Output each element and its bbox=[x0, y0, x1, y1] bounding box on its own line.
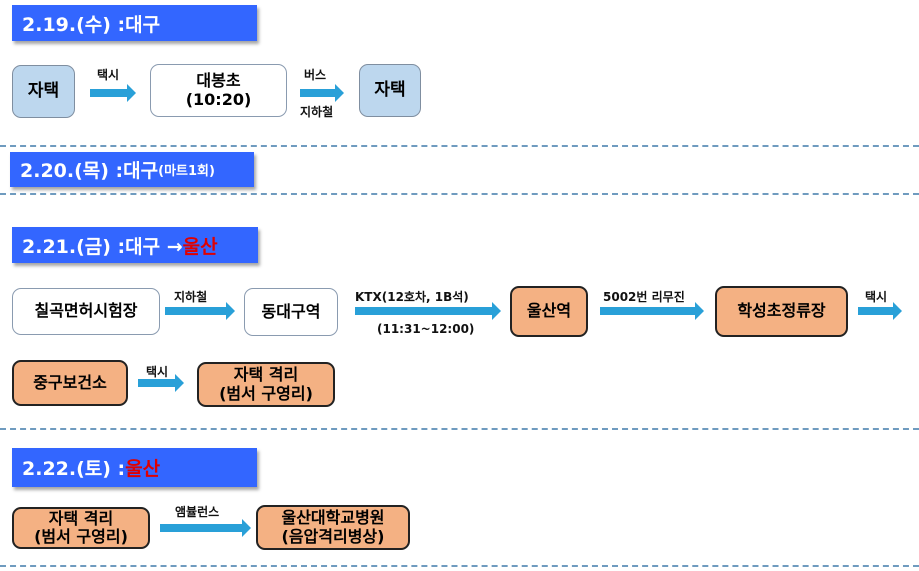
node-label: 자택 격리 bbox=[48, 508, 114, 528]
node-ulsan-station: 울산역 bbox=[510, 286, 588, 337]
day-header-2-21: 2.21.(금) : 대구 → 울산 bbox=[12, 227, 258, 263]
edge-label: 버스 bbox=[304, 68, 327, 82]
edge-label: 택시 bbox=[146, 365, 169, 379]
arrow bbox=[300, 84, 344, 102]
date: 2.22.(토) : bbox=[22, 458, 126, 480]
day-header-2-20: 2.20.(목) : 대구(마트1회) bbox=[10, 152, 254, 187]
arrow bbox=[355, 302, 501, 320]
node-label: 자택 bbox=[374, 79, 406, 100]
node-label: 대봉초 bbox=[196, 71, 241, 91]
date: 2.21.(금) : bbox=[22, 235, 126, 258]
place: 대구 → bbox=[125, 235, 183, 258]
note: (마트1회) bbox=[158, 164, 215, 179]
node-school: 대봉초(10:20) bbox=[150, 64, 287, 117]
node-home-quarantine: 자택 격리(범서 구영리) bbox=[12, 507, 150, 549]
divider bbox=[0, 565, 919, 567]
edge-label: KTX(12호차, 1B석) bbox=[355, 290, 469, 304]
node-label: 학성초정류장 bbox=[737, 301, 826, 321]
day-header-2-19: 2.19.(수) : 대구 bbox=[12, 5, 257, 41]
place-highlight: 울산 bbox=[125, 458, 161, 480]
divider bbox=[0, 145, 919, 147]
edge-label: 5002번 리무진 bbox=[603, 290, 685, 304]
arrow bbox=[600, 302, 704, 320]
node-sublabel: (범서 구영리) bbox=[34, 527, 128, 546]
edge-label: 지하철 bbox=[300, 105, 334, 119]
node-hospital: 울산대학교병원(음압격리병상) bbox=[256, 505, 410, 550]
node-label: 자택 bbox=[27, 80, 60, 101]
arrow bbox=[858, 302, 902, 320]
arrow bbox=[138, 374, 184, 392]
node-home: 자택 bbox=[359, 64, 421, 117]
node-label: 울산대학교병원 bbox=[281, 508, 385, 528]
node-bus-stop: 학성초정류장 bbox=[715, 286, 848, 337]
place: 대구 bbox=[123, 160, 159, 182]
edge-label: 택시 bbox=[865, 290, 888, 304]
place-highlight: 울산 bbox=[182, 235, 218, 258]
date: 2.20.(목) : bbox=[20, 160, 124, 182]
node-health-center: 중구보건소 bbox=[12, 360, 128, 406]
node-label: 동대구역 bbox=[261, 301, 321, 321]
node-label: 자택 격리 bbox=[233, 365, 299, 385]
edge-label: 앰뷸런스 bbox=[175, 505, 220, 519]
divider bbox=[0, 428, 919, 430]
node-time: (10:20) bbox=[185, 89, 252, 109]
node-home: 자택 bbox=[12, 65, 75, 118]
divider bbox=[0, 193, 919, 195]
day-header-2-22: 2.22.(토) : 울산 bbox=[12, 448, 257, 487]
arrow bbox=[90, 84, 136, 102]
node-sublabel: (음압격리병상) bbox=[281, 526, 385, 546]
place: 대구 bbox=[125, 13, 161, 36]
edge-time: (11:31~12:00) bbox=[377, 322, 475, 336]
edge-label: 택시 bbox=[97, 68, 120, 82]
edge-label: 지하철 bbox=[174, 290, 208, 304]
node-home-quarantine: 자택 격리(범서 구영리) bbox=[197, 362, 335, 407]
node-sublabel: (범서 구영리) bbox=[219, 383, 313, 403]
arrow bbox=[160, 519, 251, 537]
node-label: 울산역 bbox=[526, 301, 572, 321]
date: 2.19.(수) : bbox=[22, 13, 126, 36]
node-label: 칠곡면허시험장 bbox=[34, 301, 138, 321]
node-dongdaegu-station: 동대구역 bbox=[244, 288, 338, 336]
node-label: 중구보건소 bbox=[33, 372, 107, 392]
arrow bbox=[165, 302, 235, 320]
node-license-center: 칠곡면허시험장 bbox=[12, 288, 160, 335]
